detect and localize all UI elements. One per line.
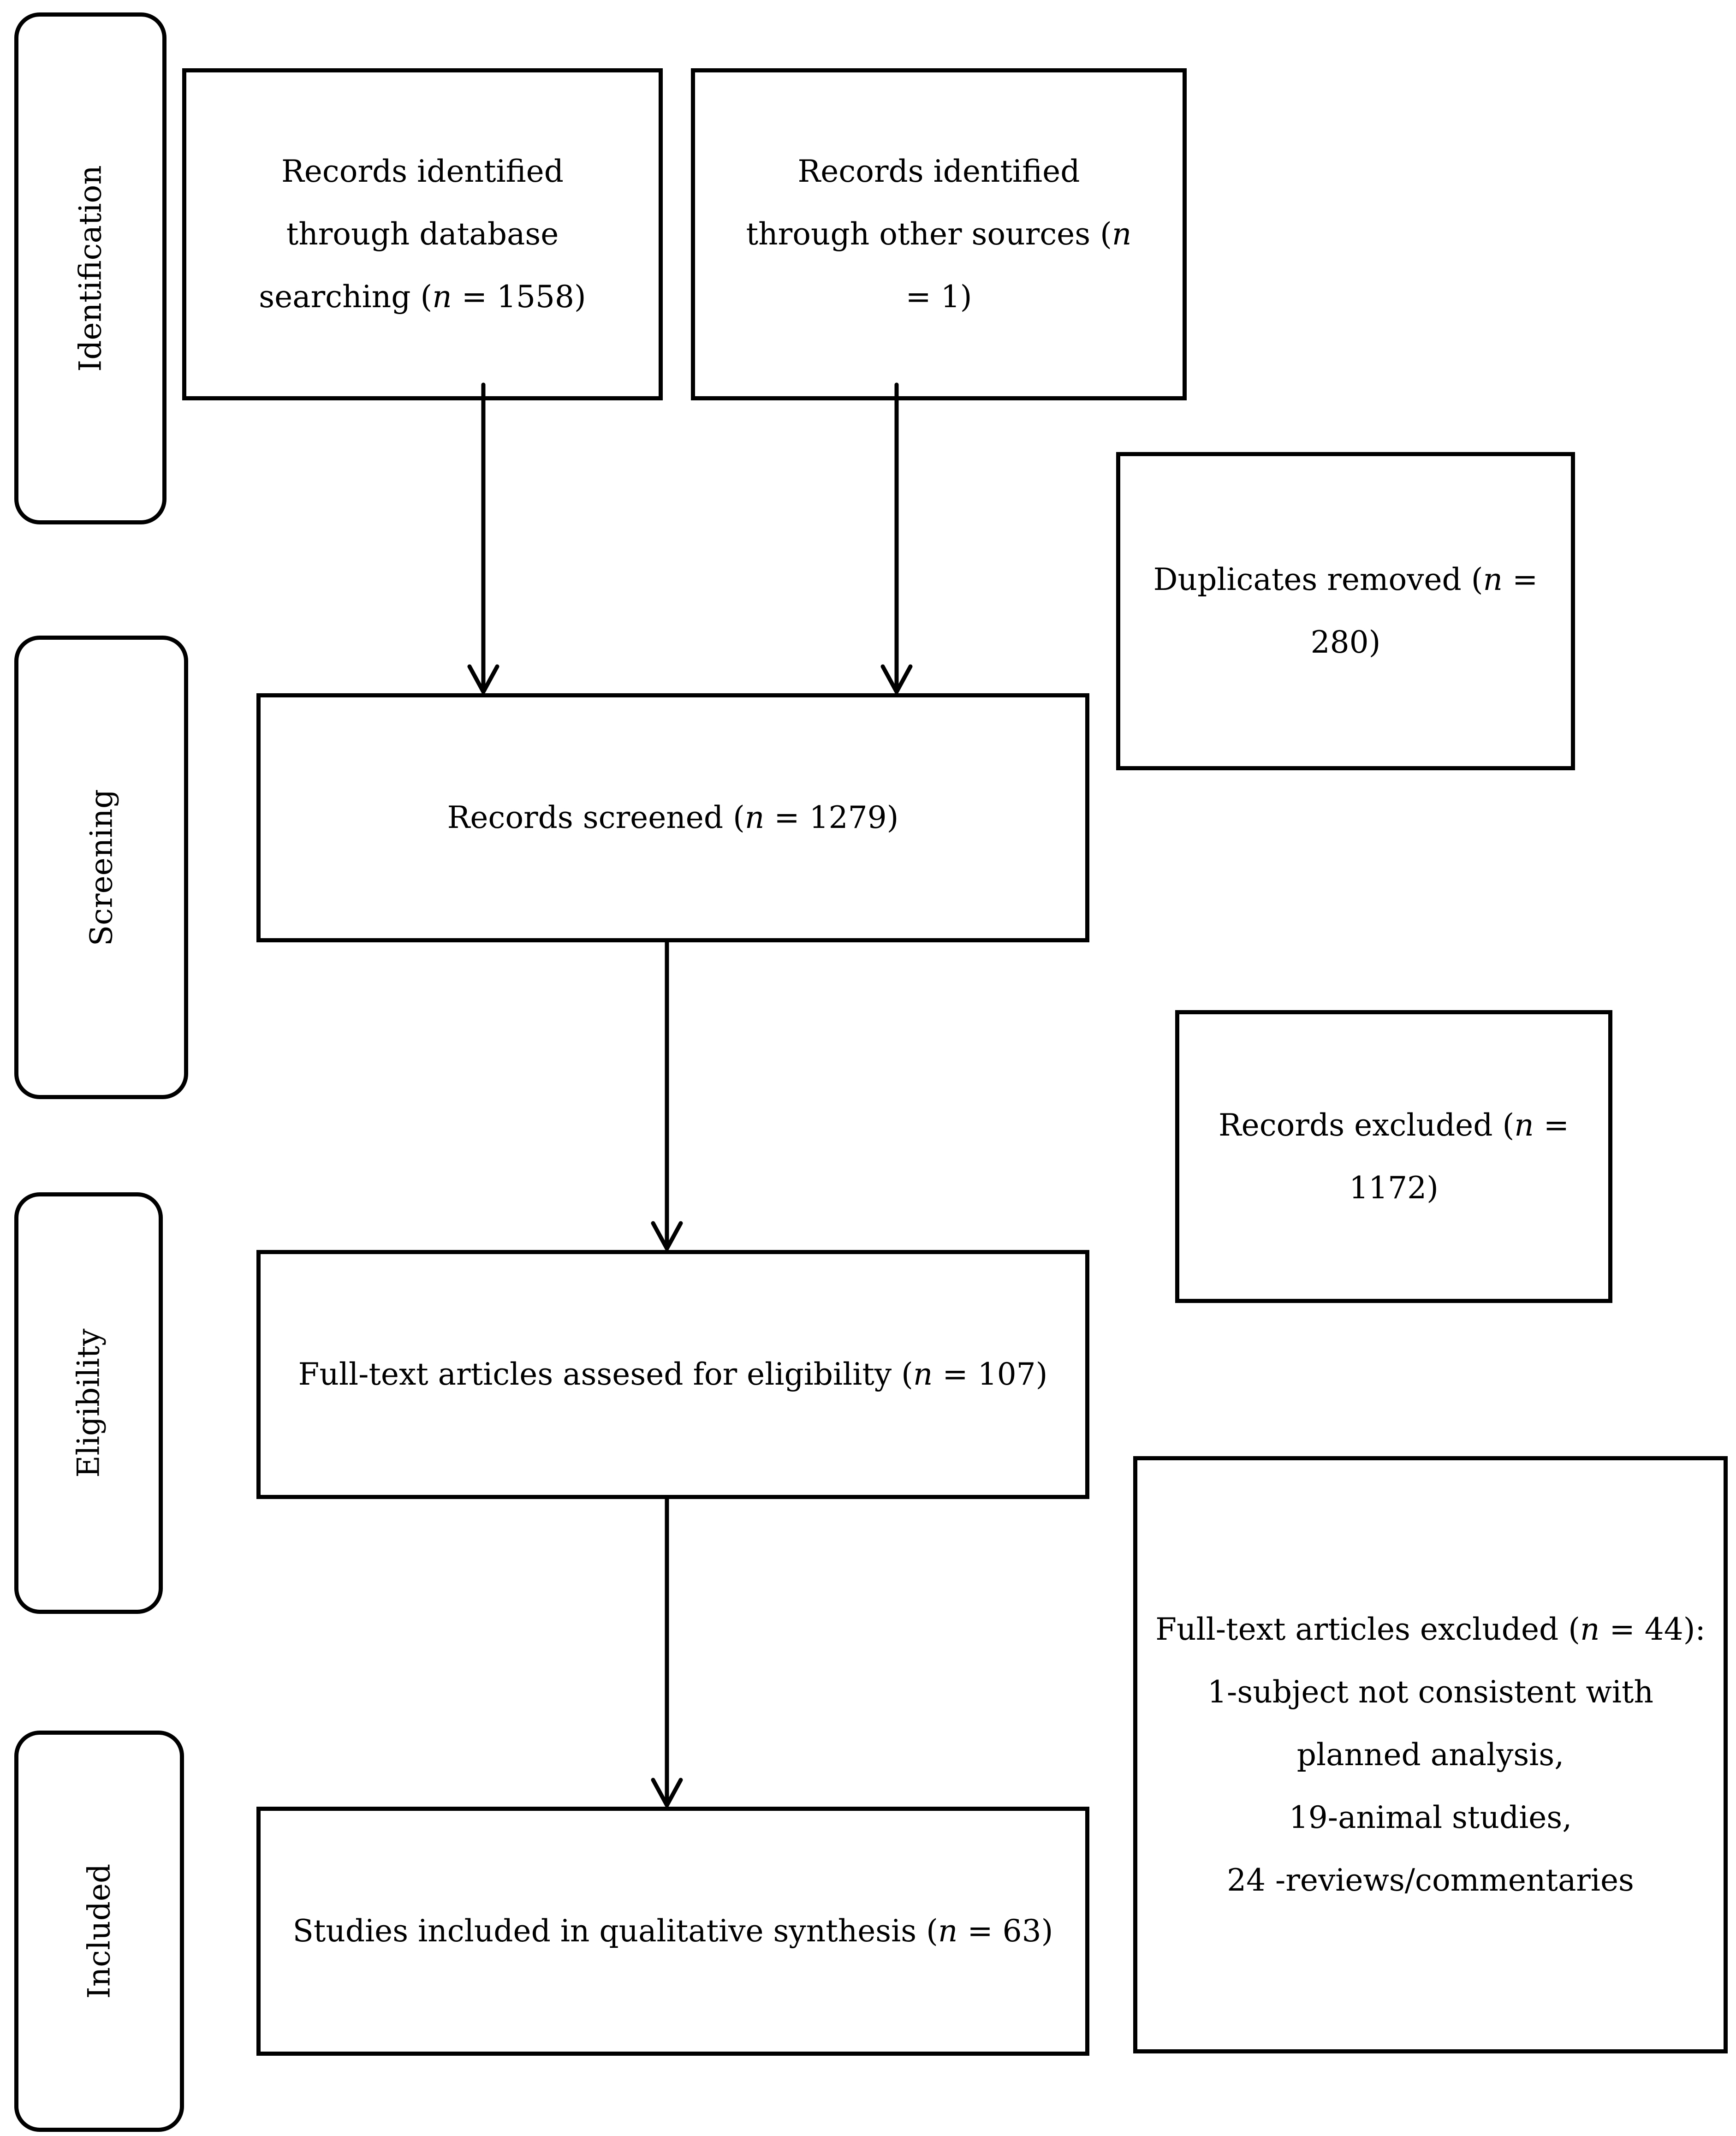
eligibility-assessed-n-symbol: n [913,1357,933,1392]
database-records-text: Records identified through database sear… [259,154,564,315]
duplicates-removed-n-value: = 280) [1310,562,1538,660]
fulltext-excluded-heading: Full-text articles excluded (n = 44): [1155,1598,1706,1661]
arrow-eligibility-to-included [651,1497,683,1808]
duplicates-removed-n-symbol: n [1483,562,1503,597]
records-excluded-box: Records excluded (n = 1172) [1175,1010,1612,1303]
other-sources-records-box: Records identified through other sources… [691,68,1187,400]
database-records-n-symbol: n [432,279,452,315]
records-screened-n-value: = 1279) [774,800,899,835]
duplicates-removed-box: Duplicates removed (n = 280) [1116,452,1575,770]
eligibility-assessed-box: Full-text articles assesed for eligibili… [256,1250,1089,1499]
records-screened-n-symbol: n [744,800,765,835]
database-records-n-value: = 1558) [461,279,586,315]
eligibility-assessed-n-value: = 107) [942,1357,1048,1392]
stage-identification: Identification [14,12,166,524]
other-sources-records-n-symbol: n [1112,216,1132,252]
stage-included: Included [14,1731,184,2132]
fulltext-excluded-text: Full-text articles excluded ( [1155,1611,1581,1647]
studies-included-n-symbol: n [938,1913,958,1949]
exclusion-reason: 19-animal studies, [1289,1799,1572,1835]
records-screened-box: Records screened (n = 1279) [256,693,1089,942]
fulltext-excluded-n-value: = 44): [1609,1611,1706,1647]
studies-included-text: Studies included in qualitative synthesi… [292,1913,938,1949]
arrow-screened-to-eligibility [651,940,683,1251]
stage-eligibility: Eligibility [14,1192,163,1614]
studies-included-n-value: = 63) [967,1913,1053,1949]
records-excluded-n-value: = 1172) [1349,1107,1570,1206]
arrow-database-to-screened [467,382,499,694]
other-sources-records-n-value: = 1) [905,279,972,315]
duplicates-removed-text: Duplicates removed ( [1153,562,1483,597]
database-records-box: Records identified through database sear… [182,68,663,400]
exclusion-reason: 1-subject not consistent with [1207,1674,1653,1710]
fulltext-excluded-n-symbol: n [1580,1611,1600,1647]
records-excluded-text: Records excluded ( [1218,1107,1515,1143]
other-sources-records-text: Records identified through other sources… [746,154,1112,252]
exclusion-reason: planned analysis, [1296,1737,1564,1773]
arrow-other-sources-to-screened [880,382,913,694]
records-excluded-n-symbol: n [1514,1107,1534,1143]
fulltext-excluded-box: Full-text articles excluded (n = 44): 1-… [1133,1456,1728,2053]
exclusion-reason: 24 -reviews/commentaries [1227,1862,1634,1898]
records-screened-text: Records screened ( [447,800,745,835]
eligibility-assessed-text: Full-text articles assesed for eligibili… [298,1357,913,1392]
stage-screening: Screening [14,636,188,1099]
studies-included-box: Studies included in qualitative synthesi… [256,1807,1089,2056]
